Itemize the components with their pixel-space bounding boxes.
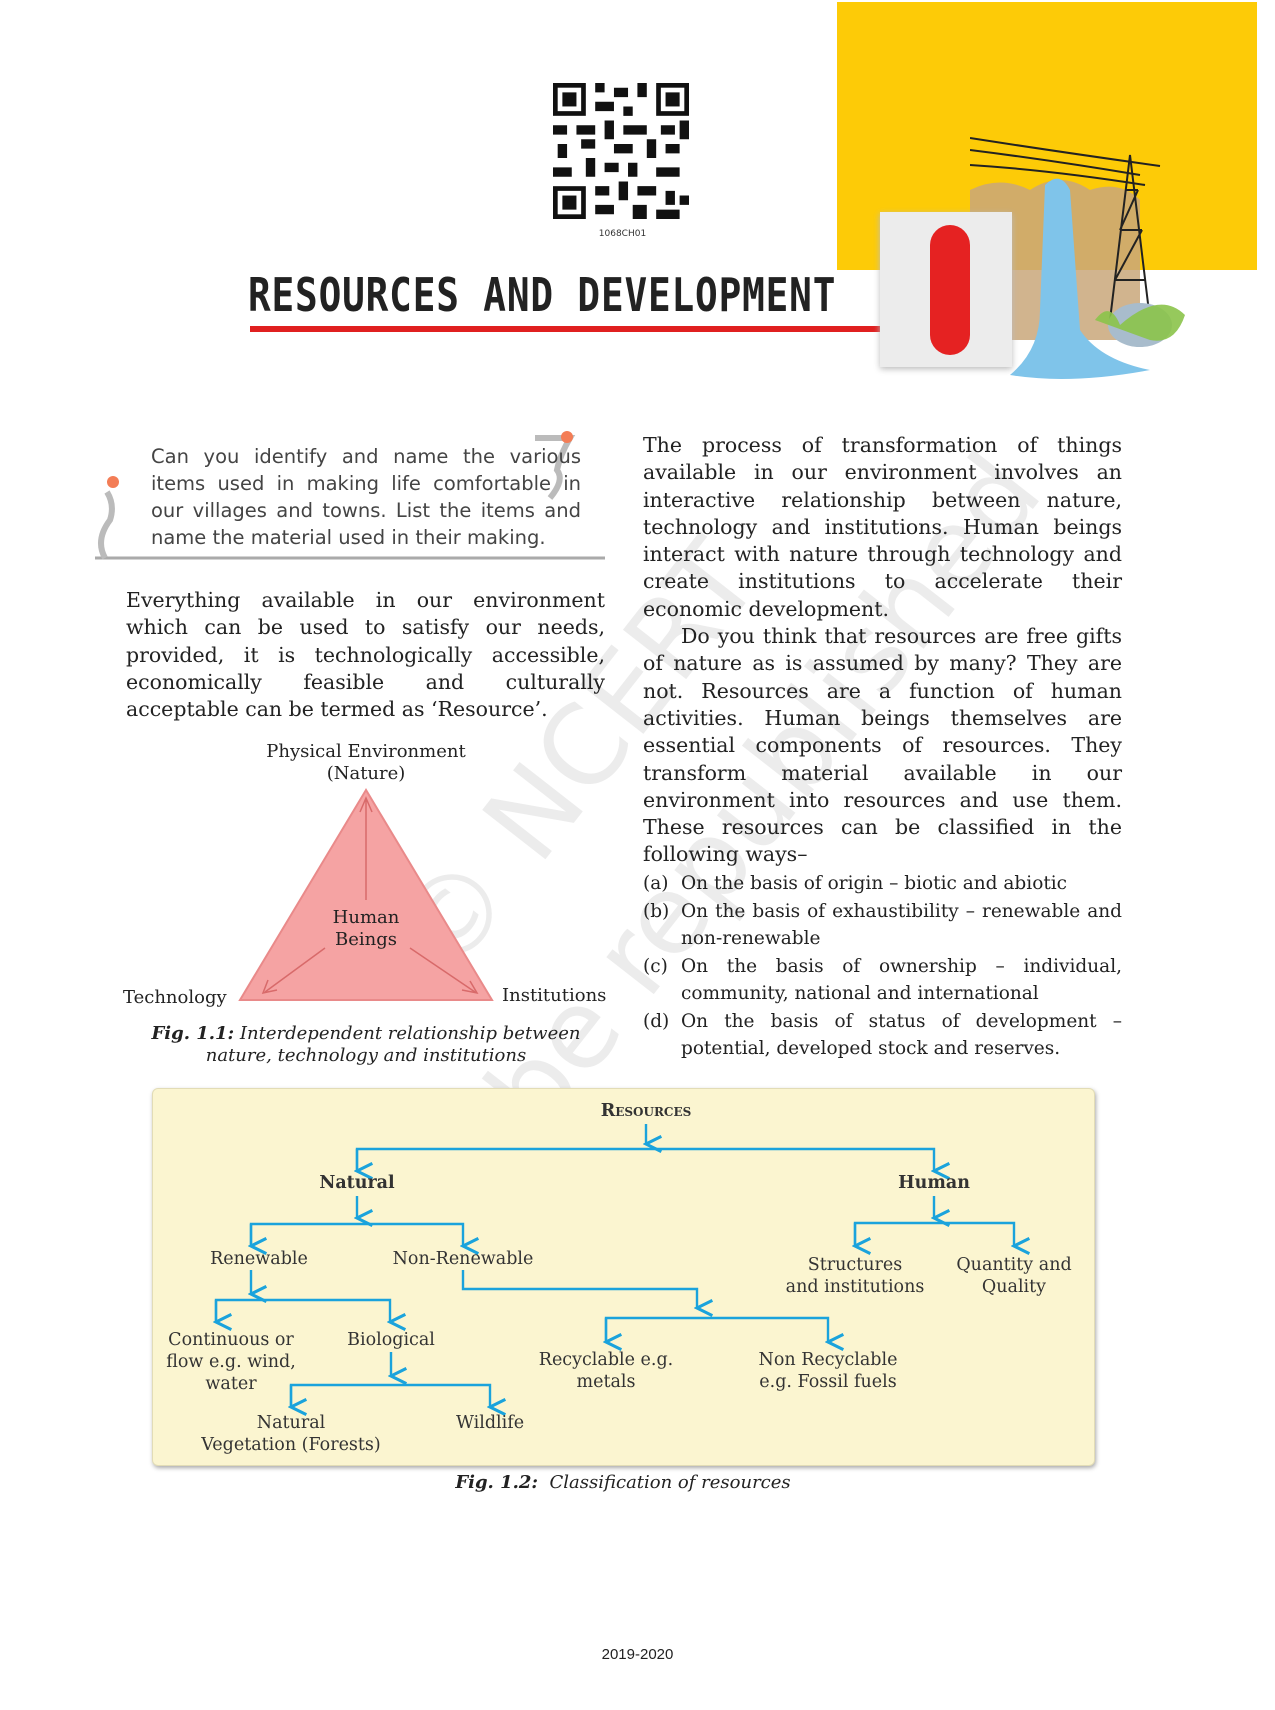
label-technology: Technology — [123, 987, 227, 1008]
fig1-caption-line1: Interdependent relationship between — [239, 1023, 581, 1044]
node-text: and institutions — [785, 1277, 925, 1297]
list-text: On the basis of origin – biotic and abio… — [681, 872, 1068, 894]
fig2-caption-prefix: Fig. 1.2: — [455, 1472, 539, 1493]
fig1-caption-prefix: Fig. 1.1: — [151, 1023, 235, 1044]
interdependence-triangle — [238, 788, 494, 1001]
list-item: (c) On the basis of ownership – individua… — [643, 953, 1122, 1007]
fig1-caption-line2: nature, technology and institutions — [205, 1045, 527, 1066]
node-text: Quality — [981, 1277, 1047, 1297]
waterfall-illustration — [970, 137, 1185, 379]
node-wildlife: Wildlife — [455, 1413, 525, 1433]
node-text: Vegetation (Forests) — [201, 1435, 381, 1455]
node-renewable: Renewable — [210, 1249, 308, 1269]
list-marker: (d) — [643, 1010, 670, 1032]
right-column: The process of transformation of things … — [643, 432, 1122, 1062]
node-text: Recyclable e.g. — [538, 1350, 674, 1370]
resource-definition-paragraph: Everything available in our environment … — [126, 588, 605, 722]
list-text: On the basis of exhaustibility – renewab… — [681, 900, 1122, 949]
node-text: Continuous or — [168, 1330, 294, 1350]
label-institutions: Institutions — [502, 985, 607, 1006]
callout-question: Can you identify and name the various it… — [151, 445, 581, 549]
label-human: Human — [332, 907, 400, 928]
node-text: Non Recyclable — [758, 1350, 898, 1370]
node-biological: Biological — [347, 1330, 435, 1350]
node-recyclable: Recyclable e.g.metals — [539, 1349, 673, 1393]
node-text: metals — [576, 1372, 636, 1392]
fig1-caption: Fig. 1.1: Interdependent relationship be… — [120, 1023, 612, 1044]
qr-code-label: 1068CH01 — [598, 229, 647, 239]
qr-code[interactable] — [552, 83, 690, 219]
list-item: (a) On the basis of origin – biotic and a… — [643, 870, 1122, 897]
list-item: (b) On the basis of exhaustibility – rene… — [643, 898, 1122, 952]
node-text: Natural — [256, 1413, 326, 1433]
classification-diagram — [152, 1088, 1095, 1466]
node-human: Human — [898, 1173, 970, 1193]
list-marker: (c) — [643, 955, 668, 977]
list-item: (d) On the basis of status of development… — [643, 1008, 1122, 1062]
fig2-caption-text: Classification of resources — [549, 1472, 791, 1493]
node-text: flow e.g. wind, — [166, 1352, 296, 1372]
chapter-title: RESOURCES AND DEVELOPMENT — [248, 268, 837, 322]
list-marker: (a) — [643, 872, 669, 894]
fig2-caption: Fig. 1.2: Classification of resources — [300, 1472, 946, 1493]
node-non-renewable: Non-Renewable — [392, 1249, 534, 1269]
label-beings: Beings — [335, 929, 397, 950]
node-natural: Natural — [319, 1173, 395, 1193]
list-text: On the basis of status of development – … — [681, 1010, 1122, 1059]
node-text: e.g. Fossil fuels — [759, 1372, 897, 1392]
node-text: water — [205, 1374, 257, 1394]
free-gifts-paragraph: Do you think that resources are free gif… — [643, 624, 1122, 867]
node-resources: Resources — [600, 1101, 692, 1121]
footer-year: 2019-2020 — [601, 1646, 674, 1663]
transformation-paragraph: The process of transformation of things … — [643, 433, 1122, 621]
node-text: Structures — [807, 1255, 903, 1275]
callout-frame — [95, 431, 605, 560]
label-physical-environment: Physical Environment — [266, 741, 466, 762]
title-underline — [250, 326, 882, 332]
label-nature: (Nature) — [326, 763, 406, 784]
list-marker: (b) — [643, 900, 670, 922]
node-text: Quantity and — [956, 1255, 1072, 1275]
chapter-number: 1 — [930, 225, 970, 355]
list-text: On the basis of ownership – individual, … — [681, 955, 1122, 1004]
